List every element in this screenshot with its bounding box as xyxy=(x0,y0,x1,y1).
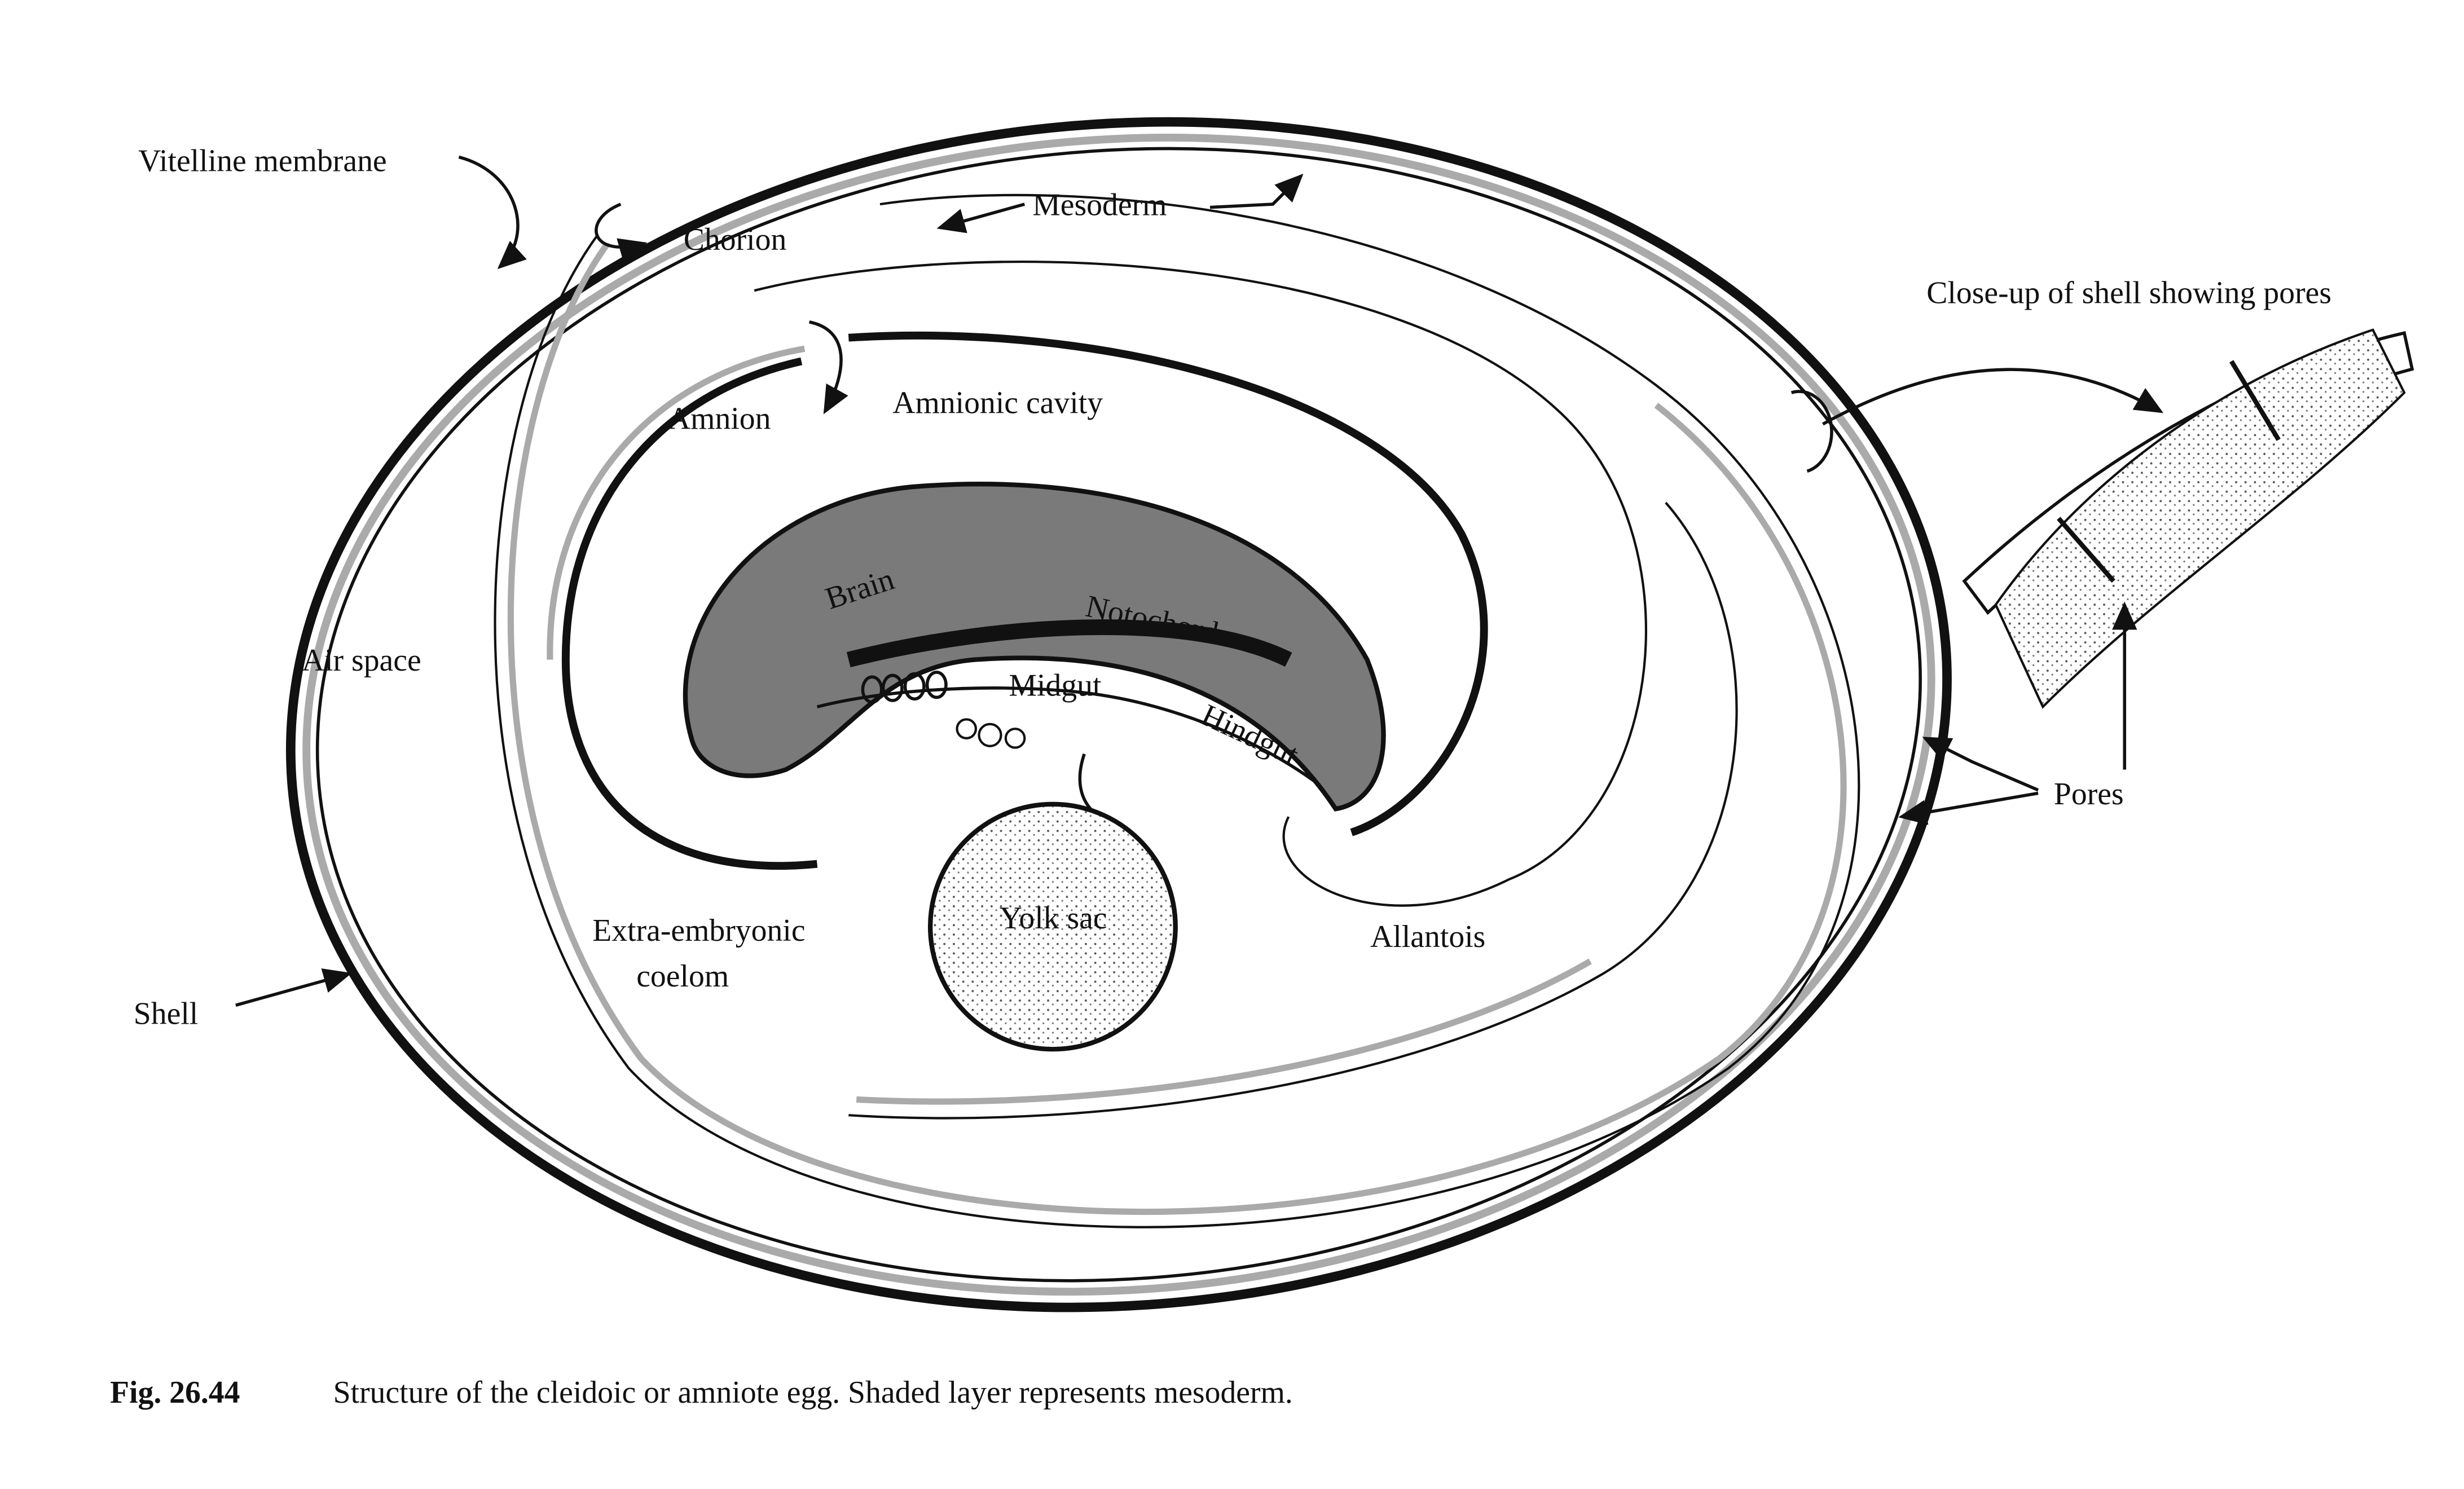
caption-text: Structure of the cleidoic or amniote egg… xyxy=(333,1375,1293,1410)
yolk-sac xyxy=(927,753,1178,1052)
chorion-membrane xyxy=(494,193,1860,1228)
amnion-membrane xyxy=(547,331,1488,870)
label-midgut: Midgut xyxy=(1009,668,1102,703)
leader-arrows xyxy=(235,155,2137,1007)
label-pores: Pores xyxy=(2054,777,2124,812)
allantois-fold xyxy=(754,261,1738,1120)
label-mesoderm: Mesoderm xyxy=(1032,188,1167,223)
shell xyxy=(285,117,1952,1312)
label-air-space: Air space xyxy=(302,643,421,678)
notochord-shape xyxy=(846,619,1292,668)
label-amnionic-cavity: Amnionic cavity xyxy=(892,385,1103,420)
label-vitelline-membrane: Vitelline membrane xyxy=(138,144,387,179)
caption-number: Fig. 26.44 xyxy=(110,1375,240,1410)
label-extra-embryonic: Extra-embryonic xyxy=(592,913,805,948)
label-closeup: Close-up of shell showing pores xyxy=(1926,275,2331,310)
label-yolk-sac: Yolk sac xyxy=(1000,901,1107,936)
label-amnion: Amnion xyxy=(668,401,771,436)
label-coelom: coelom xyxy=(636,959,729,994)
shell-closeup xyxy=(1790,328,2414,709)
label-allantois: Allantois xyxy=(1370,919,1485,954)
embryo xyxy=(683,482,1386,812)
label-chorion: Chorion xyxy=(684,222,787,257)
label-shell: Shell xyxy=(134,997,199,1032)
